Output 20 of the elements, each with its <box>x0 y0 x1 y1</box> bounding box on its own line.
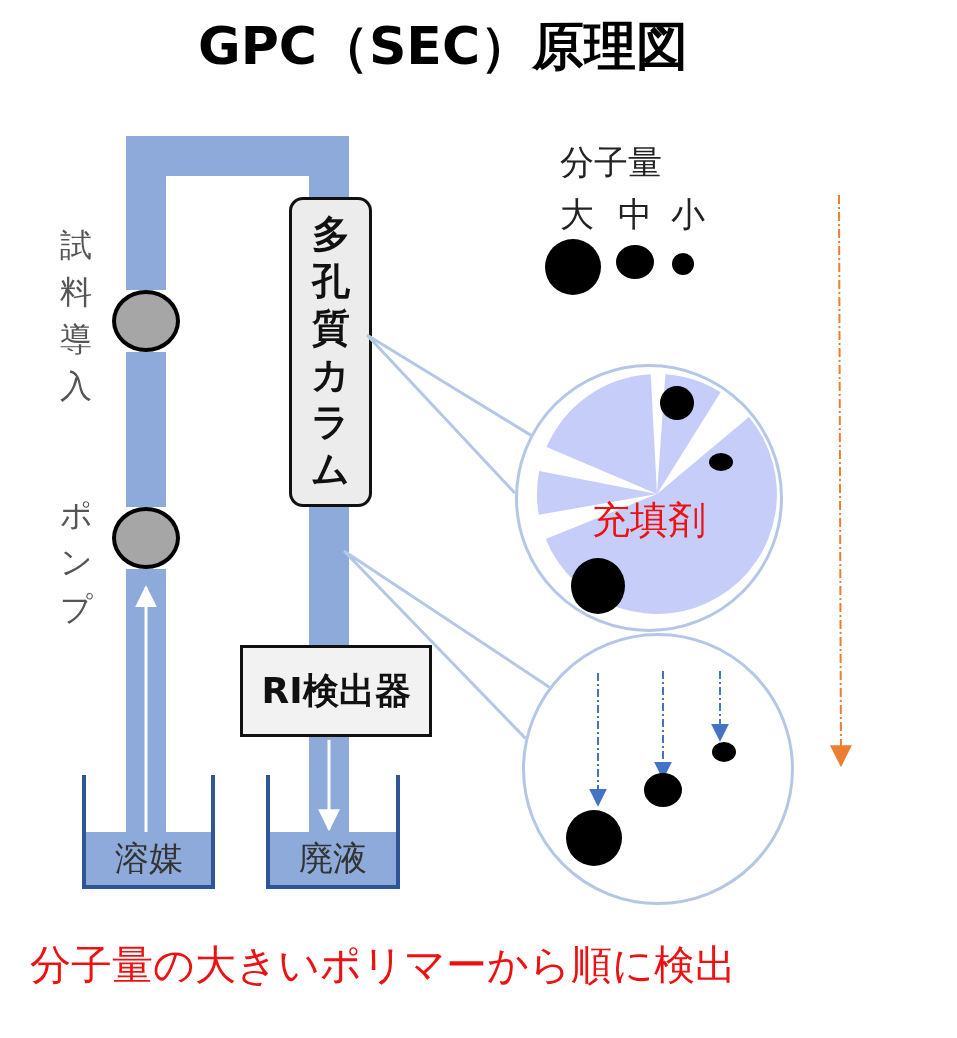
tube <box>309 737 349 832</box>
leader-line <box>365 333 533 495</box>
side-label: ポンプ <box>58 495 94 630</box>
detector-box: RI検出器 <box>240 645 432 737</box>
liquid: 廃液 <box>270 832 396 885</box>
tube <box>126 136 349 290</box>
packing-label: 充填剤 <box>591 497 707 544</box>
label-text: 分子量 <box>560 141 662 184</box>
title: GPC（SEC）原理図 <box>196 15 690 78</box>
side-label: 試料導入 <box>59 225 93 407</box>
label-text: 小 <box>671 193 705 236</box>
tube <box>126 569 166 832</box>
column-box: 多孔質カラム <box>289 197 372 507</box>
tube <box>309 507 349 645</box>
tube <box>126 352 166 507</box>
liquid: 溶媒 <box>86 832 211 885</box>
caption: 分子量の大きいポリマーから順に検出 <box>30 940 737 991</box>
label-text: 大 <box>560 193 594 236</box>
label-text: 中 <box>618 193 652 236</box>
leader-line <box>342 549 551 740</box>
